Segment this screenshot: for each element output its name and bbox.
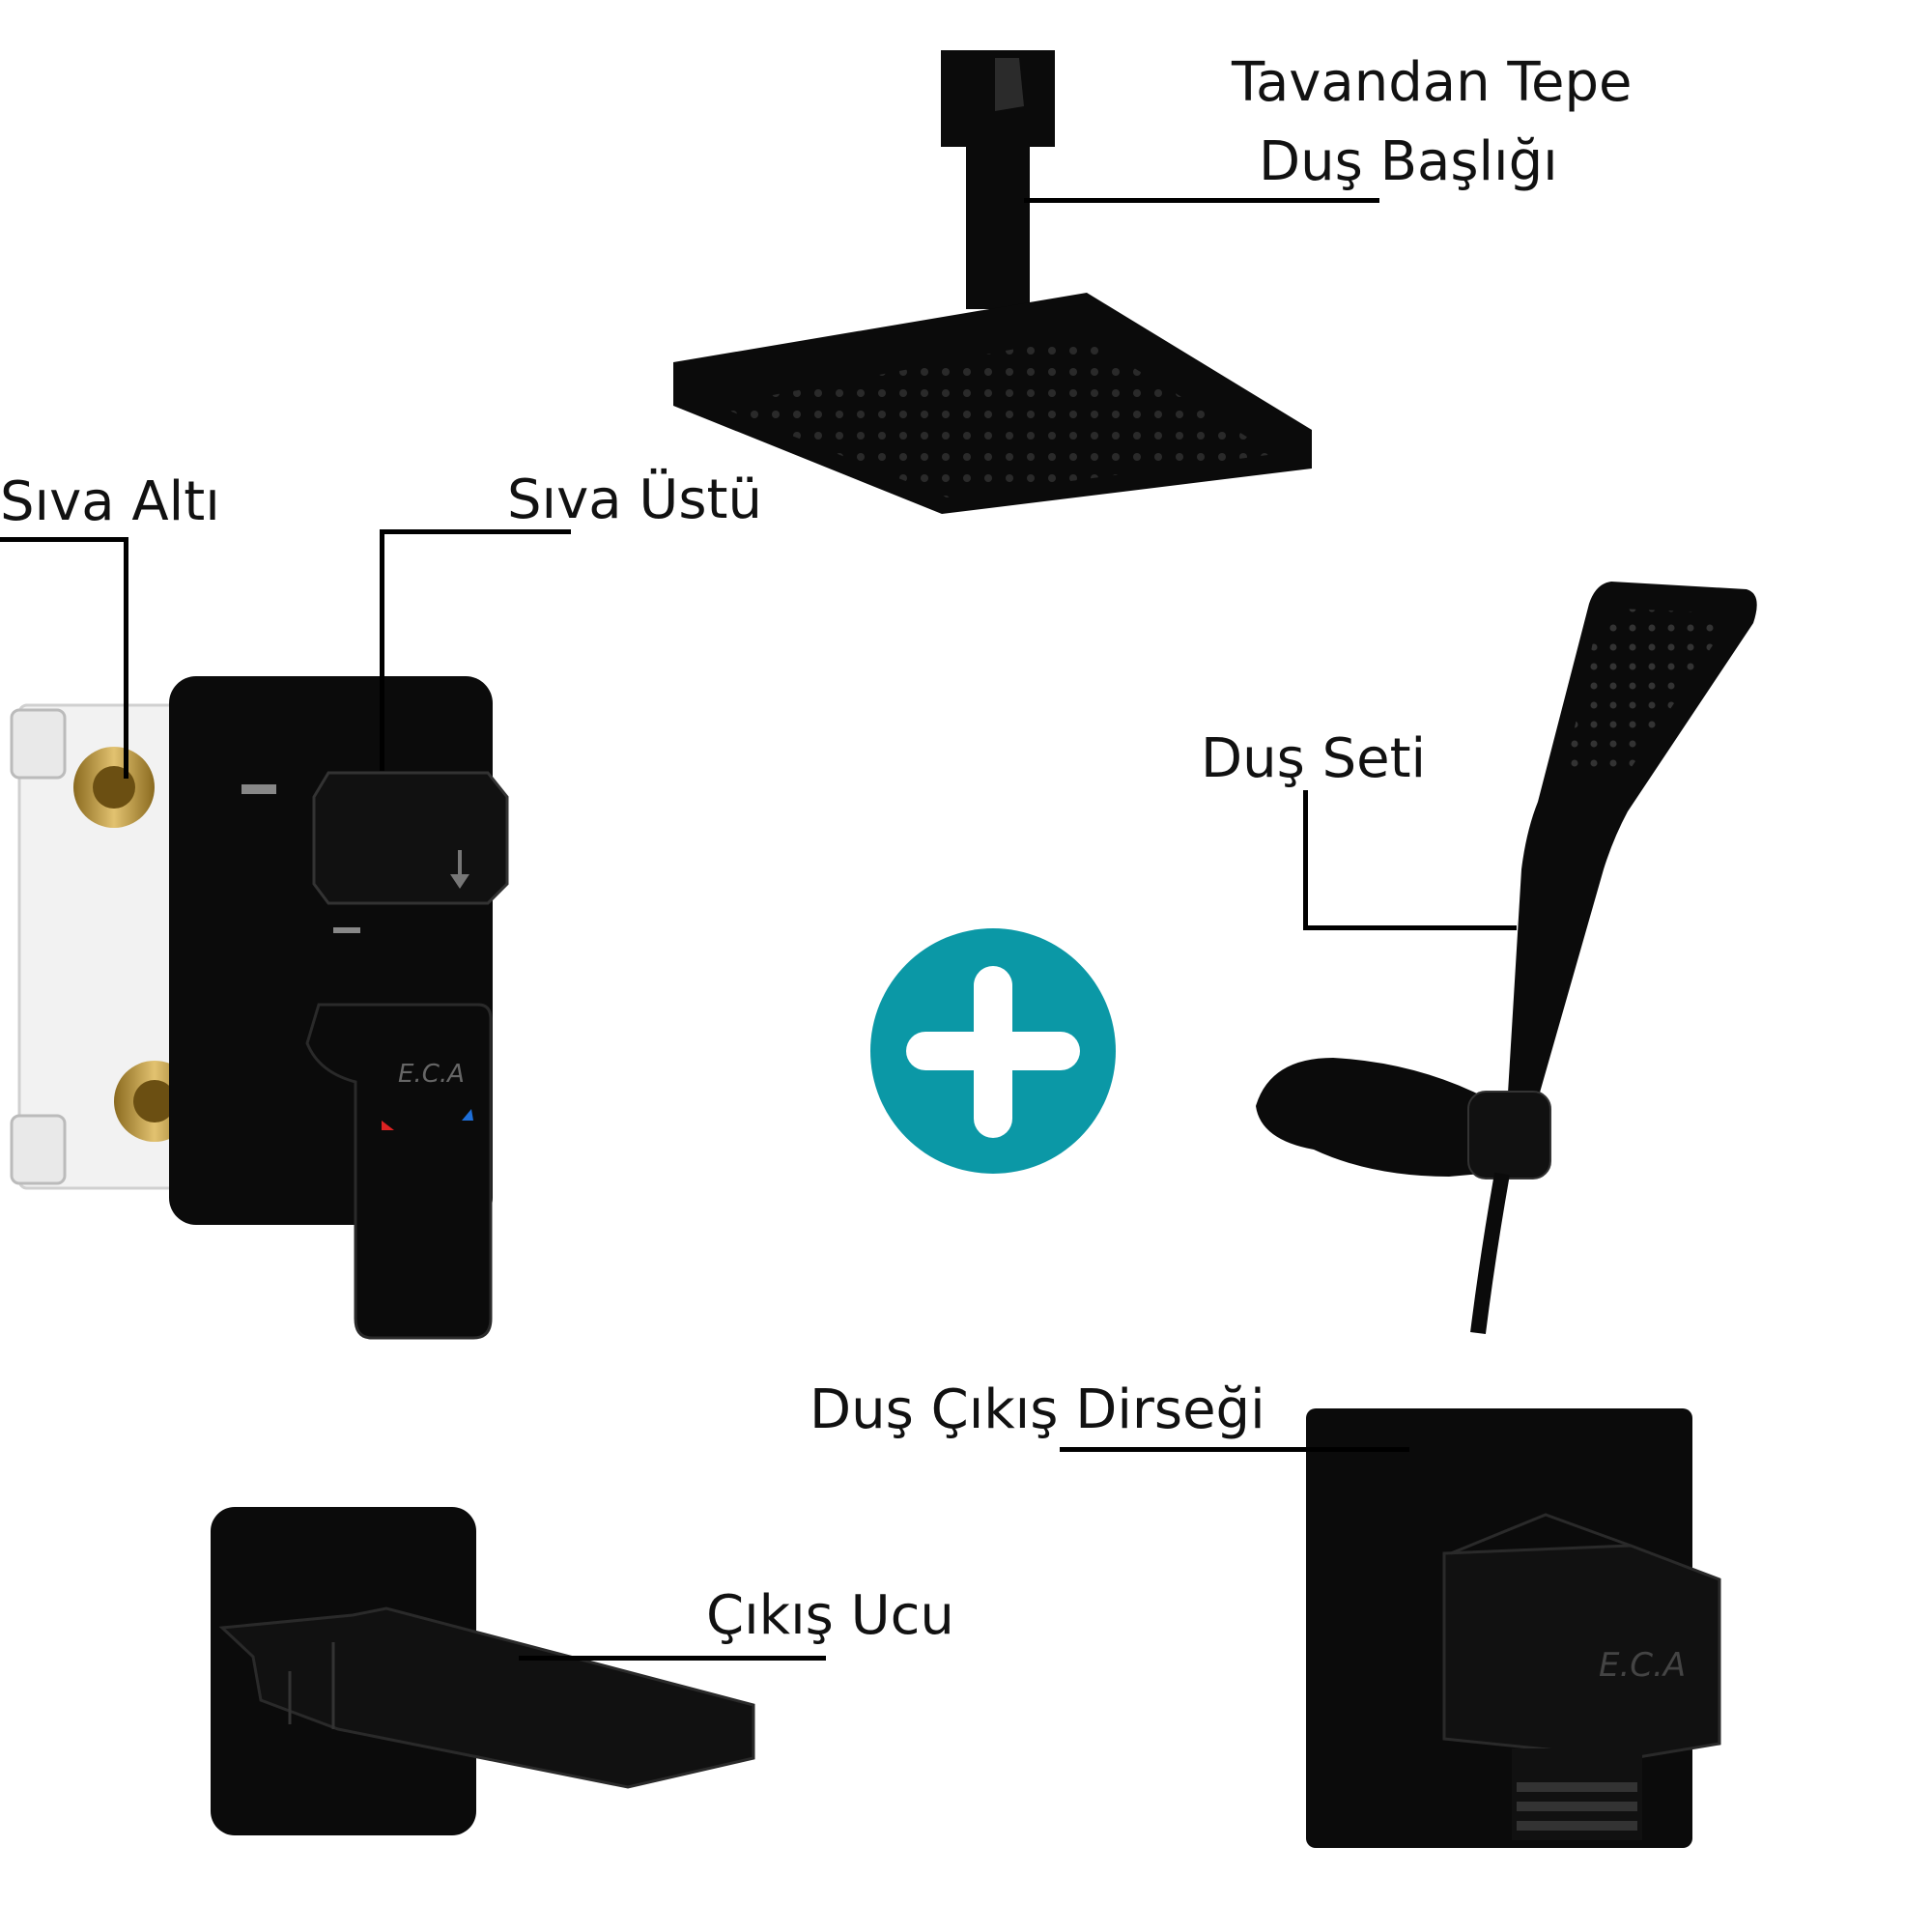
leader-line-surface-h bbox=[380, 529, 571, 534]
ceiling-shower-head bbox=[673, 50, 1312, 514]
hand-shower-set bbox=[1256, 582, 1757, 1334]
leader-line-concealed-h bbox=[0, 537, 128, 542]
svg-text:E.C.A: E.C.A bbox=[398, 1060, 465, 1089]
leader-line-surface-v bbox=[380, 529, 384, 771]
leader-line-shower-set-h bbox=[1303, 925, 1517, 930]
label-concealed: Sıva Altı bbox=[0, 470, 220, 533]
leader-line-elbow bbox=[1060, 1447, 1409, 1452]
label-surface: Sıva Üstü bbox=[507, 469, 762, 531]
label-shower-outlet-elbow: Duş Çıkış Dirseği bbox=[810, 1378, 1265, 1441]
leader-line-spout bbox=[519, 1656, 826, 1661]
label-outlet-spout: Çıkış Ucu bbox=[706, 1584, 954, 1647]
leader-line-concealed-v bbox=[124, 537, 128, 779]
label-shower-set: Duş Seti bbox=[1201, 727, 1427, 790]
label-ceiling-shower-head-line2: Duş Başlığı bbox=[1259, 130, 1558, 193]
plus-icon bbox=[870, 928, 1116, 1174]
shower-outlet-elbow: E.C.A bbox=[1306, 1408, 1721, 1848]
leader-line-ceiling-head bbox=[1024, 198, 1379, 203]
concealed-mixer: E.C.A bbox=[10, 676, 509, 1340]
svg-text:E.C.A: E.C.A bbox=[1599, 1646, 1686, 1685]
leader-line-shower-set-v bbox=[1303, 790, 1308, 930]
bath-outlet-spout bbox=[211, 1507, 755, 1835]
label-ceiling-shower-head-line1: Tavandan Tepe bbox=[1232, 51, 1633, 114]
